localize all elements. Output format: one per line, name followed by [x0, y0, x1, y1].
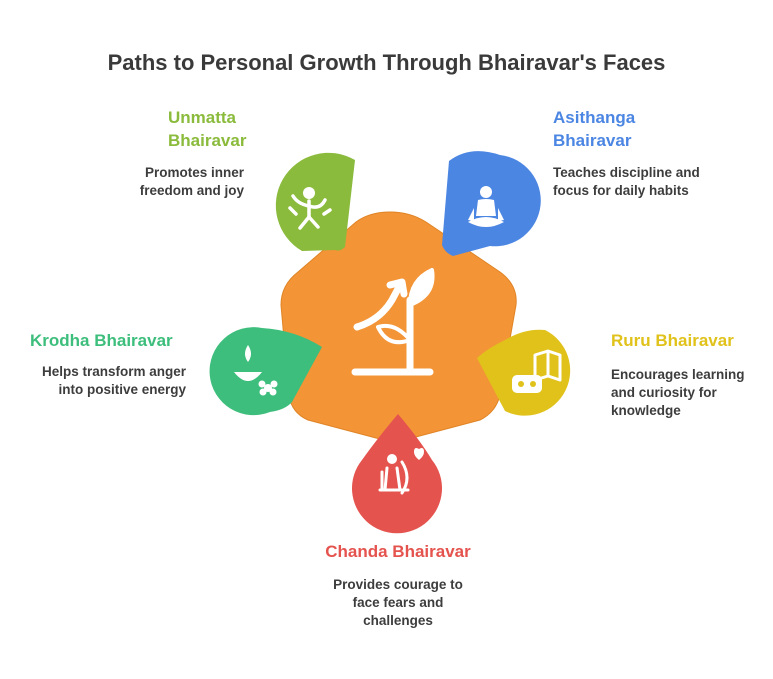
chanda-desc-line3: challenges [363, 613, 433, 628]
unmatta-title-line2: Bhairavar [168, 131, 247, 150]
lamp-flower-icon [234, 345, 278, 396]
dancing-person-icon [288, 187, 332, 230]
book-icon [512, 349, 562, 393]
unmatta-title: Unmatta Bhairavar [168, 106, 278, 152]
krodha-desc-line1: Helps transform anger [41, 364, 186, 379]
krodha-desc-line2: into positive energy [58, 382, 186, 397]
asithanga-title: Asithanga Bhairavar [553, 106, 673, 152]
unmatta-title-line1: Unmatta [168, 108, 237, 127]
page-title: Paths to Personal Growth Through Bhairav… [107, 50, 666, 75]
chanda-description: Provides courage to face fears and chall… [308, 576, 488, 630]
unmatta-drop [275, 152, 355, 251]
asithanga-title-line1: Asithanga [553, 108, 636, 127]
ruru-title: Ruru Bhairavar [611, 331, 734, 350]
chanda-desc-line2: face fears and [352, 595, 444, 610]
asithanga-title-line2: Bhairavar [553, 131, 632, 150]
asithanga-desc-line2: focus for daily habits [553, 183, 689, 198]
ruru-description: Encourages learning and curiosity for kn… [611, 366, 761, 420]
ruru-desc-line3: knowledge [611, 403, 681, 418]
krodha-description: Helps transform anger into positive ener… [30, 363, 186, 399]
krodha-drop [209, 327, 322, 416]
unmatta-desc-line2: freedom and joy [139, 183, 244, 198]
asithanga-desc-line1: Teaches discipline and [553, 165, 700, 180]
chanda-title: Chanda Bhairavar [325, 542, 471, 561]
krodha-title: Krodha Bhairavar [30, 331, 173, 350]
chanda-desc-line1: Provides courage to [333, 577, 463, 592]
ruru-desc-line2: and curiosity for [611, 385, 717, 400]
meditation-icon [468, 186, 504, 227]
asithanga-description: Teaches discipline and focus for daily h… [553, 164, 723, 200]
growth-plant-icon [351, 268, 435, 376]
ruru-desc-line1: Encourages learning [611, 367, 745, 382]
warrior-heart-icon [378, 448, 424, 495]
unmatta-description: Promotes inner freedom and joy [120, 164, 244, 200]
unmatta-desc-line1: Promotes inner [144, 165, 244, 180]
